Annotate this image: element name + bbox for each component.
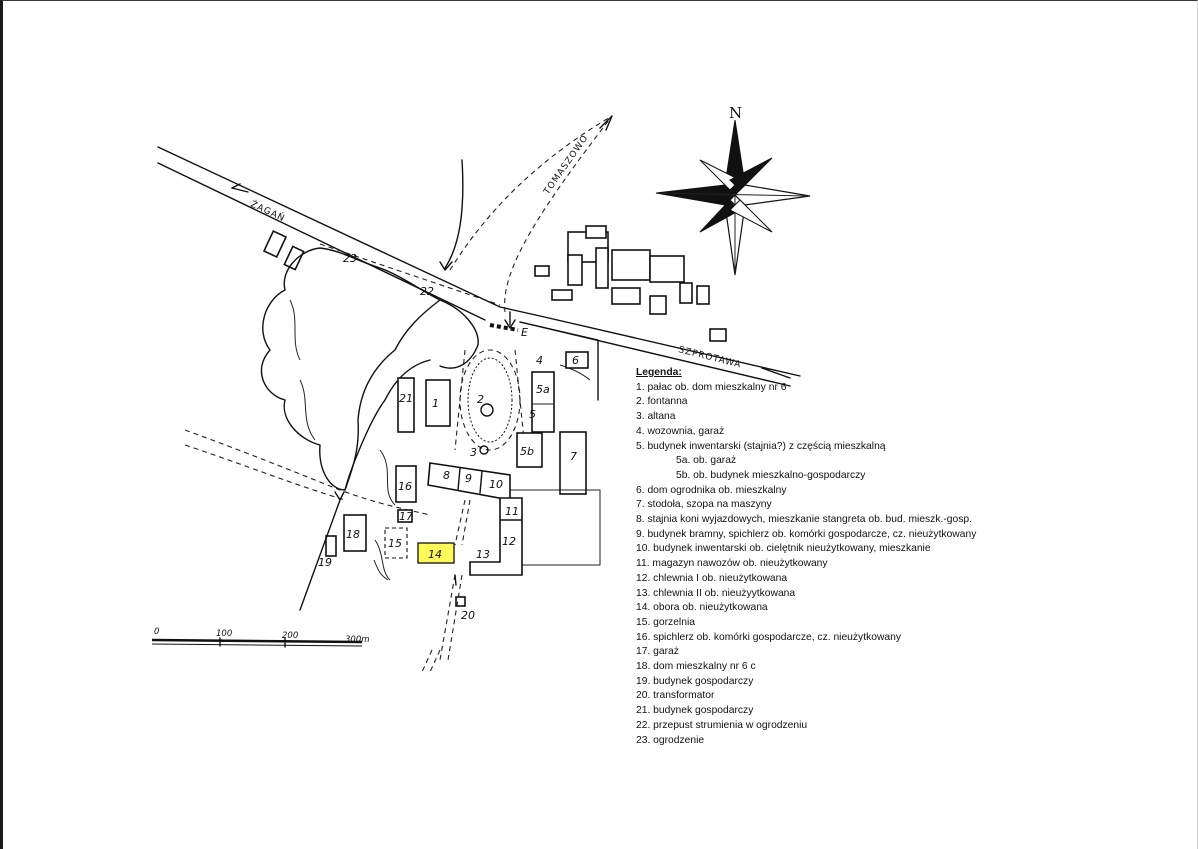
- label-15: 15: [388, 537, 402, 550]
- legend-title: Legenda:: [636, 367, 682, 378]
- label-19: 19: [318, 556, 332, 569]
- legend-item: 18. dom mieszkalny nr 6 c: [636, 661, 756, 673]
- scale-bar: 0 100 200 300m: [151, 627, 370, 648]
- label-17: 17: [399, 510, 413, 523]
- gate-label: E: [521, 326, 528, 339]
- gate-area: E: [489, 311, 599, 401]
- legend-item: 6. dom ogrodnika ob. mieszkalny: [636, 484, 787, 496]
- fence-23: 23 22: [319, 243, 501, 306]
- roads: ŻAGAŃ TOMASZOWO SZPROTAWA: [157, 115, 801, 387]
- legend-item: 5. budynek inwentarski (stajnia?) z częś…: [636, 440, 886, 452]
- paths: [184, 429, 471, 673]
- label-22: 22: [420, 285, 434, 298]
- legend-item: 15. gorzelnia: [636, 616, 695, 628]
- legend-item: 22. przepust strumienia w ogrodzeniu: [636, 719, 808, 731]
- legend-item: 5b. ob. budynek mieszkalno-gospodarczy: [676, 469, 866, 481]
- label-16: 16: [398, 480, 412, 493]
- legend-item: 10. budynek inwentarski ob. cielętnik ni…: [636, 543, 931, 555]
- label-13: 13: [476, 548, 490, 561]
- label-20: 20: [461, 609, 475, 622]
- legend-item: 3. altana: [636, 411, 676, 423]
- scale-tick-300m: 300m: [345, 635, 370, 645]
- scale-tick-0: 0: [154, 627, 159, 637]
- legend-item: 17. garaż: [636, 646, 679, 658]
- label-5a: 5a: [536, 383, 550, 396]
- label-21: 21: [399, 392, 413, 405]
- label-4: 4: [536, 354, 543, 367]
- scale-tick-100: 100: [216, 629, 232, 639]
- label-6: 6: [572, 354, 579, 367]
- estate-buildings: 1 21 4 5a 5 5b 6 7 8 9 10 11 12 13 14 15…: [318, 351, 601, 622]
- label-5b: 5b: [520, 445, 534, 458]
- legend-item: 16. spichlerz ob. komórki gospodarcze, c…: [636, 631, 901, 643]
- legend-item: 14. obora ob. nieużytkowana: [636, 602, 768, 614]
- legend-item: 20. transformator: [636, 690, 715, 702]
- legend-item: 11. magazyn nawozów ob. nieużytkowany: [636, 558, 828, 570]
- label-9: 9: [465, 472, 472, 485]
- label-18: 18: [346, 528, 360, 541]
- legend-item: 12. chlewnia I ob. nieużytkowana: [636, 572, 788, 584]
- legend: Legenda: 1. pałac ob. dom mieszkalny nr …: [636, 366, 1076, 748]
- legend-item: 8. stajnia koni wyjazdowych, mieszkanie …: [636, 514, 972, 526]
- label-11: 11: [505, 505, 519, 518]
- scale-tick-200: 200: [282, 631, 298, 641]
- label-3: 3: [470, 446, 477, 459]
- legend-item: 23. ogrodzenie: [636, 734, 705, 746]
- legend-item: 13. chlewnia II ob. nieużyytkowana: [636, 587, 796, 599]
- park-area: [260, 247, 479, 581]
- label-23: 23: [343, 252, 357, 265]
- label-5: 5: [529, 408, 536, 421]
- road-label-zagan: ŻAGAŃ: [249, 198, 288, 225]
- legend-item: 2. fontanna: [636, 396, 688, 408]
- label-8: 8: [443, 469, 450, 482]
- north-label: N: [729, 104, 742, 122]
- label-7: 7: [570, 450, 577, 463]
- village-buildings: [262, 225, 727, 342]
- legend-item: 7. stodoła, szopa na maszyny: [636, 499, 772, 511]
- compass-rose-icon: N: [655, 104, 811, 276]
- road-label-tomaszowo: TOMASZOWO: [542, 133, 591, 197]
- legend-item: 19. budynek gospodarczy: [636, 675, 754, 687]
- garden-fountain: 2 3: [454, 349, 526, 459]
- label-14: 14: [428, 548, 442, 561]
- label-10: 10: [489, 478, 503, 491]
- legend-item: 21. budynek gospodarczy: [636, 705, 754, 717]
- legend-item: 5a. ob. garaż: [676, 455, 737, 467]
- legend-item: 9. budynek bramny, spichlerz ob. komórki…: [636, 528, 977, 540]
- label-12: 12: [502, 535, 516, 548]
- legend-item: 4. wozownia, garaż: [636, 425, 725, 437]
- label-1: 1: [432, 397, 439, 410]
- legend-item: 1. pałac ob. dom mieszkalny nr 6: [636, 381, 787, 393]
- label-2: 2: [477, 393, 484, 406]
